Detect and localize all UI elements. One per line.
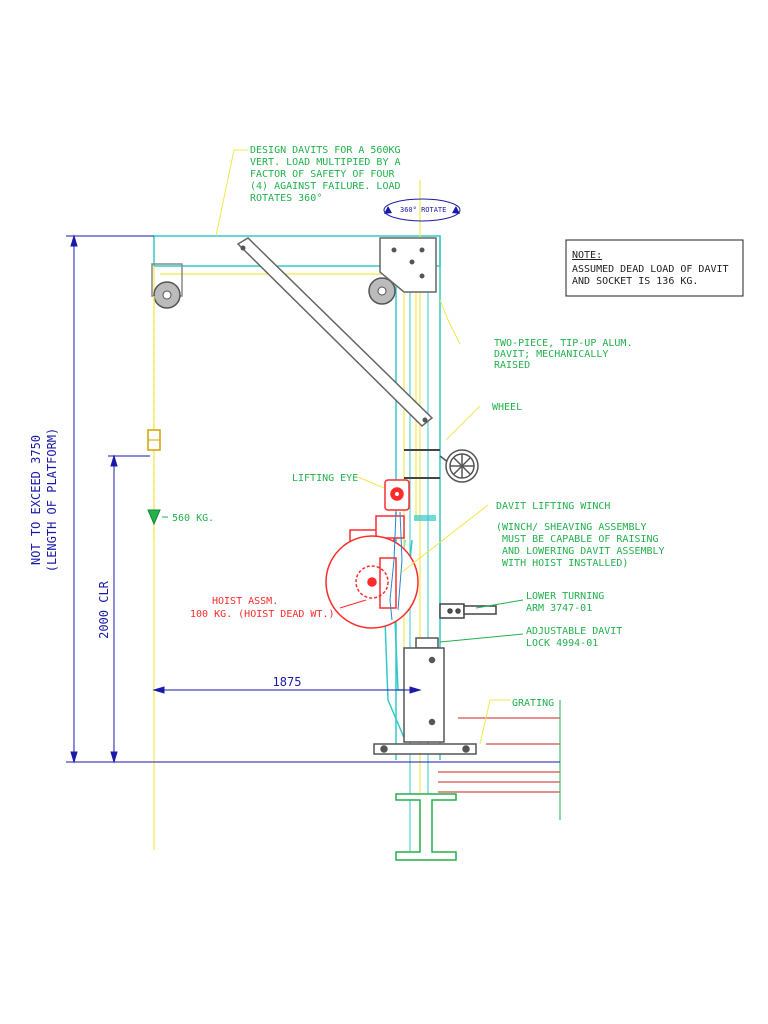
note-line-1: ASSUMED DEAD LOAD OF DAVIT <box>572 264 729 275</box>
note-box <box>565 239 744 297</box>
support-i-beam <box>395 793 457 861</box>
svg-text:DESIGN DAVITS FOR A 560KG: DESIGN DAVITS FOR A 560KG <box>250 145 401 156</box>
lifting-eye-label: LIFTING EYE <box>292 473 358 484</box>
lower-arm-note: LOWER TURNING ARM 3747-01 <box>526 591 604 614</box>
rotate-symbol: 360° ROTATE <box>383 198 461 222</box>
svg-text:RAISED: RAISED <box>494 360 530 371</box>
dimension-clearance <box>108 454 150 764</box>
note-title: NOTE: <box>572 250 602 261</box>
svg-text:LOWER TURNING: LOWER TURNING <box>526 591 604 602</box>
svg-text:100 KG. (HOIST DEAD WT.): 100 KG. (HOIST DEAD WT.) <box>190 609 335 620</box>
svg-text:VERT. LOAD MULTIPIED BY A: VERT. LOAD MULTIPIED BY A <box>250 157 401 168</box>
svg-text:HOIST ASSM.: HOIST ASSM. <box>212 596 278 607</box>
leader-lines <box>215 149 510 745</box>
note-line-2: AND SOCKET IS 136 KG. <box>572 276 698 287</box>
svg-text:AND LOWERING DAVIT ASSEMBLY: AND LOWERING DAVIT ASSEMBLY <box>496 546 665 557</box>
leader-lines-green <box>162 516 524 643</box>
hoist-chain <box>389 511 403 621</box>
svg-text:(4) AGAINST FAILURE. LOAD: (4) AGAINST FAILURE. LOAD <box>250 181 401 192</box>
svg-text:FACTOR OF SAFETY OF FOUR: FACTOR OF SAFETY OF FOUR <box>250 169 395 180</box>
hook-and-load <box>147 296 161 540</box>
grating <box>438 700 561 820</box>
load-marker <box>147 509 161 526</box>
leader-lines-red <box>339 599 367 609</box>
hoist-note: HOIST ASSM. 100 KG. (HOIST DEAD WT.) <box>190 596 335 620</box>
svg-text:WITH HOIST INSTALLED): WITH HOIST INSTALLED) <box>496 558 628 569</box>
svg-text:ARM 3747-01: ARM 3747-01 <box>526 603 592 614</box>
svg-text:MUST BE CAPABLE OF RAISING: MUST BE CAPABLE OF RAISING <box>496 534 659 545</box>
svg-text:ADJUSTABLE DAVIT: ADJUSTABLE DAVIT <box>526 626 622 637</box>
lock-note: ADJUSTABLE DAVIT LOCK 4994-01 <box>526 626 622 649</box>
svg-text:TWO-PIECE, TIP-UP ALUM.: TWO-PIECE, TIP-UP ALUM. <box>494 338 632 349</box>
svg-text:LOCK 4994-01: LOCK 4994-01 <box>526 638 598 649</box>
height-dimension-label-1: NOT TO EXCEED 3750 <box>29 435 43 565</box>
base-plate <box>373 743 477 755</box>
rotate-label: 360° ROTATE <box>400 206 446 214</box>
svg-text:(WINCH/ SHEAVING ASSEMBLY: (WINCH/ SHEAVING ASSEMBLY <box>496 522 647 533</box>
clearance-dimension-label: 2000 CLR <box>97 580 111 639</box>
mast-clamps <box>404 449 440 479</box>
lower-turning-arm <box>439 603 497 619</box>
grating-label: GRATING <box>512 698 554 709</box>
load-label: 560 KG. <box>172 513 214 524</box>
svg-text:DAVIT; MECHANICALLY: DAVIT; MECHANICALLY <box>494 349 608 360</box>
davit-socket <box>373 637 477 755</box>
design-note: DESIGN DAVITS FOR A 560KG VERT. LOAD MUL… <box>250 145 401 204</box>
svg-text:ROTATES 360°: ROTATES 360° <box>250 193 322 204</box>
dimension-reach <box>152 686 422 694</box>
sheaves <box>151 237 437 428</box>
socket-tube <box>403 647 445 743</box>
svg-text:DAVIT LIFTING WINCH: DAVIT LIFTING WINCH <box>496 501 610 512</box>
two-piece-note: TWO-PIECE, TIP-UP ALUM. DAVIT; MECHANICA… <box>494 338 632 371</box>
dimension-height <box>66 234 154 764</box>
diagonal-strut <box>236 237 434 428</box>
height-dimension-label-2: (LENGTH OF PLATFORM) <box>45 428 59 573</box>
hoist-assembly <box>325 479 419 629</box>
wheel-label: WHEEL <box>492 402 522 413</box>
reach-dimension-label: 1875 <box>273 675 302 689</box>
winch-note: DAVIT LIFTING WINCH (WINCH/ SHEAVING ASS… <box>496 501 665 569</box>
wheel <box>439 449 479 483</box>
davit-lock <box>415 637 439 649</box>
